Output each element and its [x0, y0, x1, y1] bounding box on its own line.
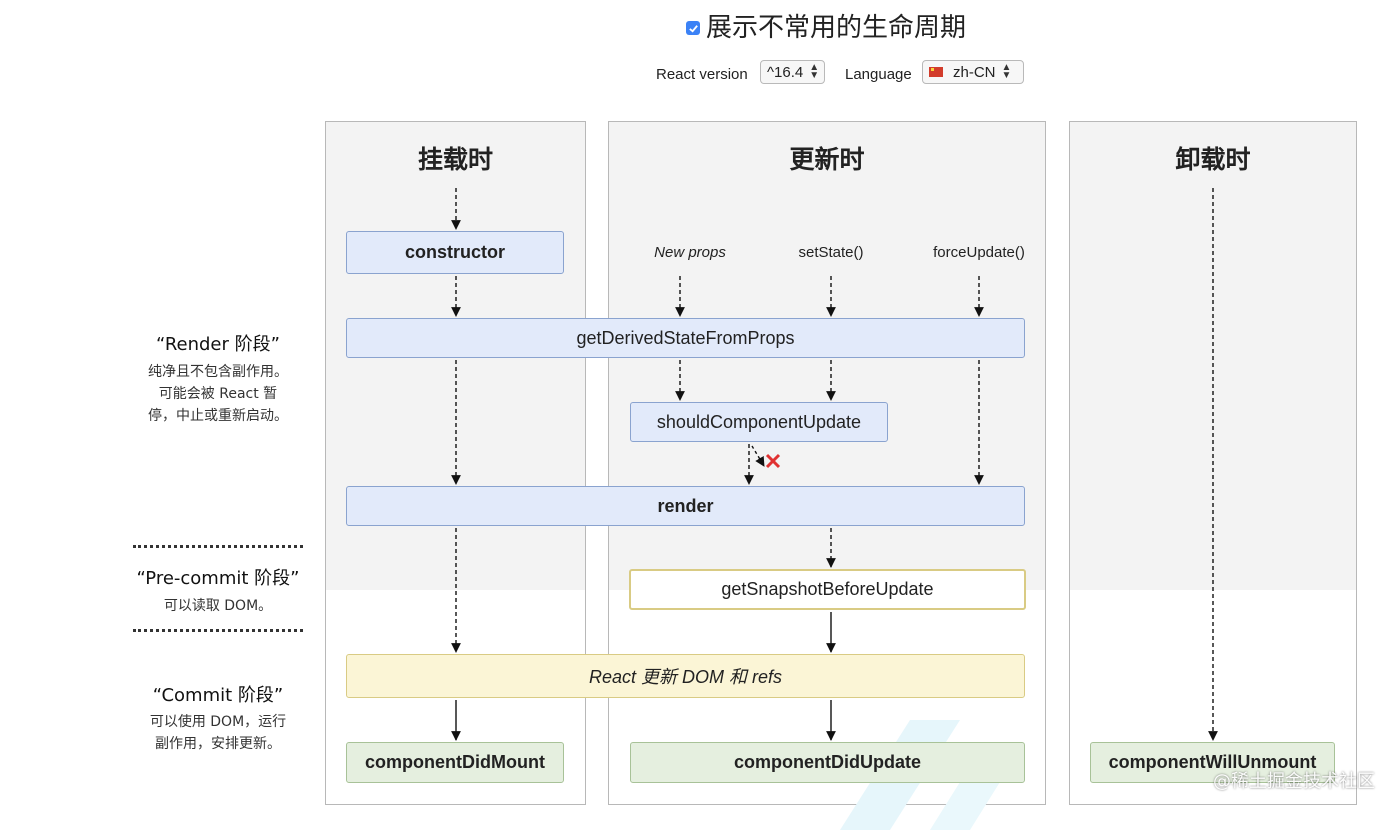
check-icon — [688, 24, 698, 33]
react-version-value: ^16.4 — [767, 63, 804, 81]
component-did-update-box: componentDidUpdate — [630, 742, 1025, 783]
select-arrows-icon: ▲▼ — [809, 62, 820, 81]
commit-phase-desc-line: 副作用，安排更新。 — [155, 736, 281, 752]
render-box: render — [346, 486, 1025, 526]
watermark: @稀土掘金技术社区 — [1213, 771, 1375, 792]
render-phase-desc: 纯净且不包含副作用。 可能会被 React 暂 停，中止或重新启动。 — [118, 361, 318, 427]
react-updates-dom-box: React 更新 DOM 和 refs — [346, 654, 1025, 698]
phase-divider — [133, 629, 303, 632]
china-flag-icon — [929, 67, 943, 77]
mounting-column — [325, 121, 586, 805]
precommit-phase-desc-line: 可以读取 DOM。 — [163, 598, 273, 614]
commit-phase-desc: 可以使用 DOM，运行 副作用，安排更新。 — [118, 711, 318, 755]
show-rare-lifecycles-label[interactable]: 展示不常用的生命周期 — [706, 13, 967, 43]
language-label: Language — [845, 66, 912, 83]
show-rare-lifecycles-checkbox[interactable] — [686, 21, 700, 35]
force-update-label: forceUpdate() — [933, 244, 1025, 261]
get-snapshot-before-update-box: getSnapshotBeforeUpdate — [629, 569, 1026, 610]
render-phase-desc-line: 纯净且不包含副作用。 — [148, 364, 288, 380]
updating-column-title: 更新时 — [789, 145, 865, 174]
set-state-label: setState() — [798, 244, 864, 261]
react-version-label: React version — [656, 66, 748, 83]
react-version-select[interactable]: ^16.4 ▲▼ — [760, 60, 825, 84]
render-phase-desc-line: 停，中止或重新启动。 — [148, 408, 288, 424]
unmounting-column — [1069, 121, 1357, 805]
commit-phase-title: “Commit 阶段” — [152, 685, 284, 706]
unmounting-column-title: 卸载时 — [1175, 145, 1251, 174]
component-did-mount-box: componentDidMount — [346, 742, 564, 783]
render-phase-desc-line: 可能会被 React 暂 — [158, 386, 278, 402]
precommit-phase-desc: 可以读取 DOM。 — [118, 595, 318, 617]
commit-phase-desc-line: 可以使用 DOM，运行 — [149, 714, 287, 730]
phase-divider — [133, 545, 303, 548]
precommit-phase-title: “Pre-commit 阶段” — [136, 568, 300, 589]
should-component-update-box: shouldComponentUpdate — [630, 402, 888, 442]
select-arrows-icon: ▲▼ — [1001, 62, 1012, 81]
new-props-label: New props — [654, 244, 726, 261]
component-will-unmount-box: componentWillUnmount — [1090, 742, 1335, 783]
get-derived-state-from-props-box: getDerivedStateFromProps — [346, 318, 1025, 358]
render-phase-title: “Render 阶段” — [156, 334, 280, 355]
language-select[interactable]: zh-CN ▲▼ — [922, 60, 1024, 84]
mounting-column-title: 挂载时 — [417, 145, 493, 174]
language-value: zh-CN — [953, 63, 996, 81]
constructor-box: constructor — [346, 231, 564, 274]
